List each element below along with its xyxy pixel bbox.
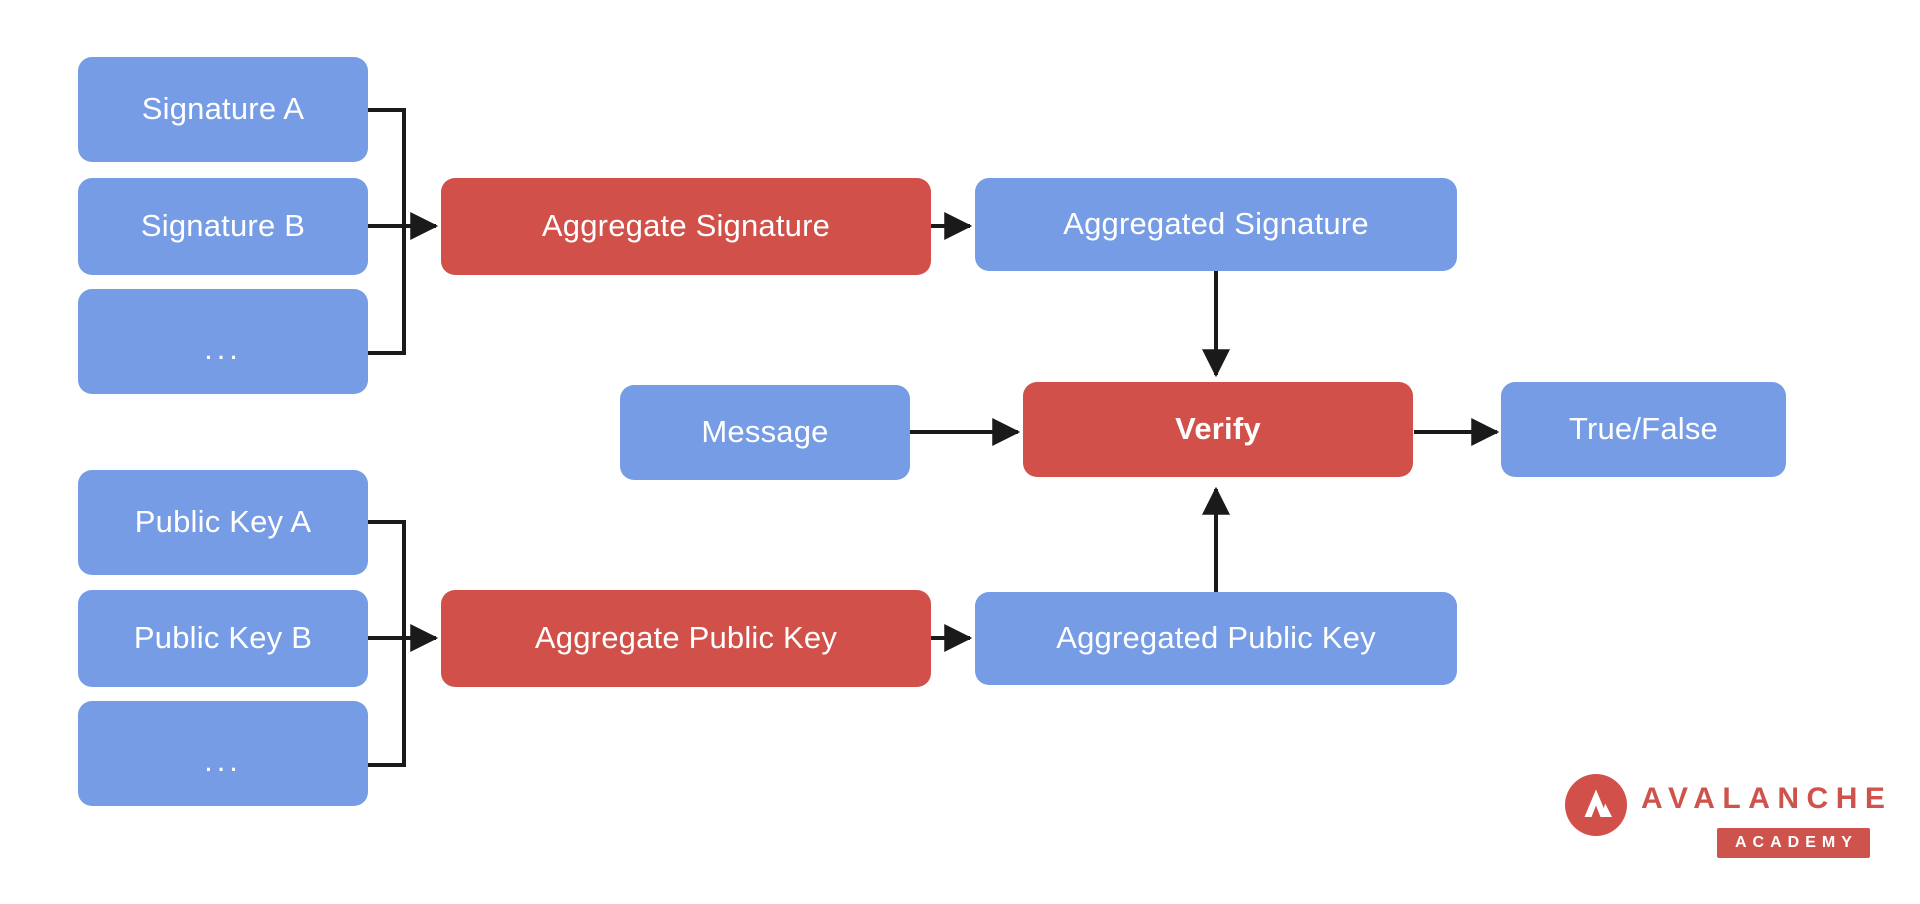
node-public-key-a[interactable]: Public Key A (78, 470, 368, 575)
edge-public-key-more-to-bus (368, 638, 406, 767)
node-result[interactable]: True/False (1501, 382, 1786, 477)
edge-public-key-a-to-bus (368, 520, 406, 638)
avalanche-logo-icon (1565, 774, 1627, 836)
node-signature-a[interactable]: Signature A (78, 57, 368, 162)
node-aggregated-public-key[interactable]: Aggregated Public Key (975, 592, 1457, 685)
node-message[interactable]: Message (620, 385, 910, 480)
avalanche-wordmark: AVALANCHE (1641, 782, 1893, 815)
node-verify[interactable]: Verify (1023, 382, 1413, 477)
node-aggregated-signature[interactable]: Aggregated Signature (975, 178, 1457, 271)
edge-signature-a-to-bus (368, 108, 406, 226)
node-signature-b[interactable]: Signature B (78, 178, 368, 275)
node-public-key-more[interactable]: ... (78, 701, 368, 806)
node-aggregate-public-key[interactable]: Aggregate Public Key (441, 590, 931, 687)
node-aggregate-signature[interactable]: Aggregate Signature (441, 178, 931, 275)
node-signature-more[interactable]: ... (78, 289, 368, 394)
edge-signature-more-to-bus (368, 226, 406, 355)
avalanche-academy-logo: AVALANCHE ACADEMY (1565, 772, 1885, 860)
academy-badge: ACADEMY (1717, 828, 1870, 858)
node-public-key-b[interactable]: Public Key B (78, 590, 368, 687)
